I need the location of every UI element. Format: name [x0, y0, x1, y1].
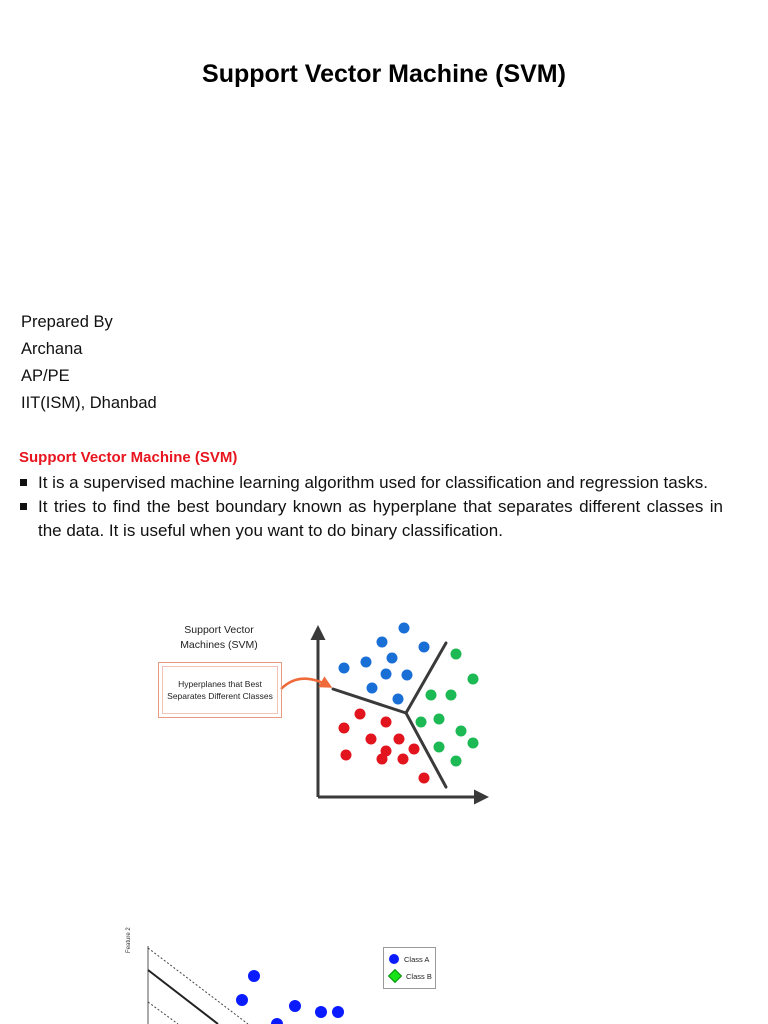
class-red-points [338, 708, 430, 784]
blue-circle-icon [389, 954, 399, 964]
bullet-item: It tries to find the best boundary known… [19, 495, 723, 543]
square-bullet-icon [20, 479, 27, 486]
feature2-axis-label: Feature 2 [126, 927, 132, 953]
upper-margin-line [147, 947, 249, 1024]
legend-item: Class B [387, 968, 432, 984]
callout-arrow [280, 676, 333, 690]
class-blue-points [338, 622, 430, 705]
callout-line-2: Separates Different Classes [167, 691, 273, 701]
bullet-text: It is a supervised machine learning algo… [38, 473, 708, 492]
section-heading: Support Vector Machine (SVM) [19, 449, 238, 466]
svm-margin-figure [147, 946, 344, 1024]
class-a-points [236, 970, 344, 1024]
author-block: Prepared By Archana AP/PE IIT(ISM), Dhan… [21, 309, 157, 417]
author-institute: IIT(ISM), Dhanbad [21, 394, 157, 412]
figure-legend: Class A Class B [383, 947, 436, 989]
hyperplane-lines [331, 641, 448, 789]
svm-figure-label: Support Vector Machines (SVM) [180, 624, 258, 651]
author-name: Archana [21, 340, 83, 358]
square-bullet-icon [20, 503, 27, 510]
bullet-item: It is a supervised machine learning algo… [19, 471, 723, 495]
legend-item: Class A [389, 954, 429, 964]
class-green-points [415, 648, 479, 767]
hyperplane-callout-box: Hyperplanes that Best Separates Differen… [158, 662, 282, 718]
callout-line-1: Hyperplanes that Best [178, 679, 262, 689]
page-title: Support Vector Machine (SVM) [202, 60, 566, 88]
svm-hyperplane-figure [280, 622, 489, 805]
lower-margin-line [147, 1001, 179, 1024]
bullet-text: It tries to find the best boundary known… [38, 497, 723, 540]
author-designation: AP/PE [21, 367, 70, 385]
green-diamond-icon [387, 968, 403, 984]
bullet-list: It is a supervised machine learning algo… [19, 471, 723, 543]
decision-boundary [147, 969, 219, 1024]
prepared-by-line: Prepared By [21, 313, 113, 331]
